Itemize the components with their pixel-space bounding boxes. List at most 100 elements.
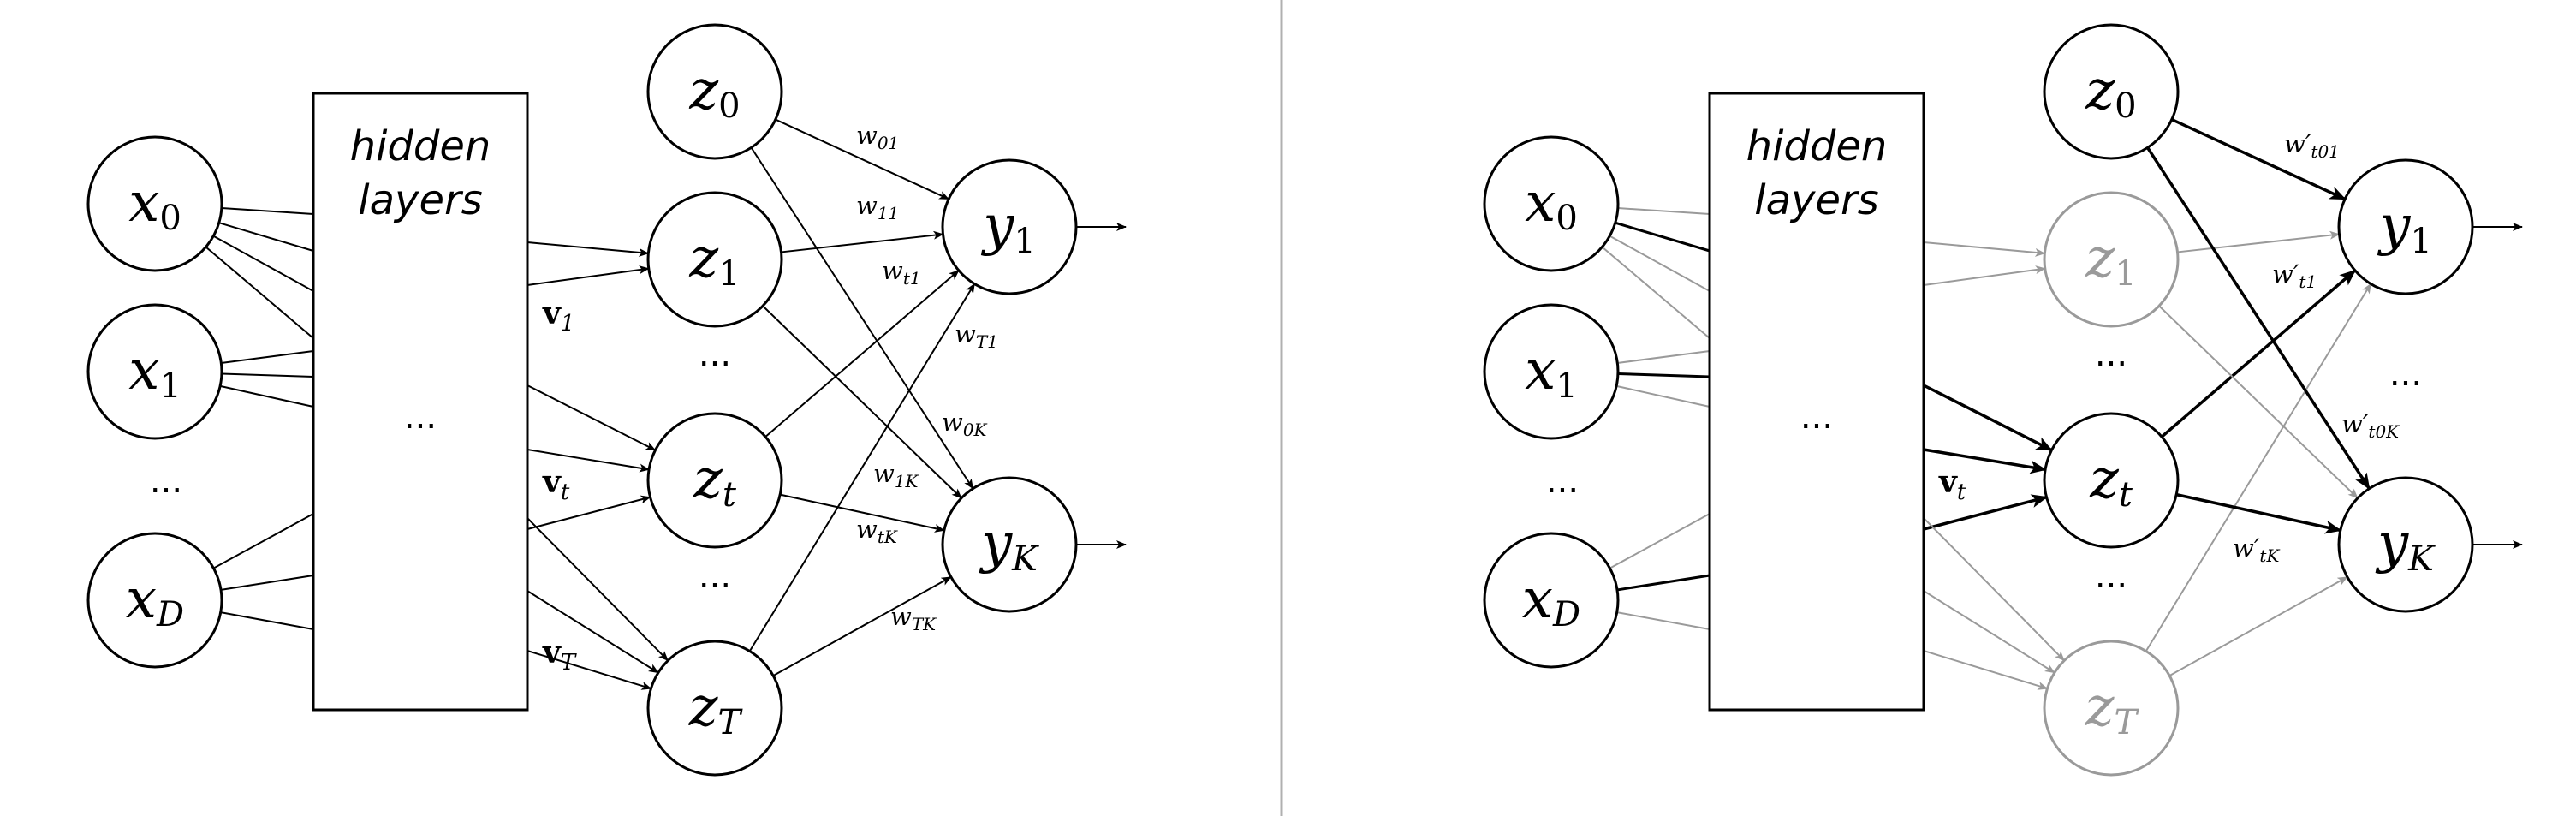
svg-text:zT: zT <box>688 676 744 742</box>
hidden-to-expert-edge-5 <box>527 517 669 662</box>
output-node-yK-right: yK <box>2337 476 2474 613</box>
expert-node-z1-sub: 1 <box>718 254 740 294</box>
svg-text:x0: x0 <box>1525 171 1578 238</box>
hidden-to-expert-edge-1 <box>527 265 650 286</box>
output-node-yK-base: y <box>979 512 1013 575</box>
hidden-to-expert-edge-6 <box>527 590 659 674</box>
input-node-xD-sub: D <box>156 595 184 634</box>
v-label-T: vT <box>542 634 577 676</box>
input-edge-0-1 <box>1615 221 1710 253</box>
svg-text:x1: x1 <box>1525 339 1578 406</box>
input-node-x0-right: x0 <box>1483 135 1620 272</box>
expert-node-z0: z0 <box>646 23 783 160</box>
expert-node-z0-right-base: z <box>2085 59 2115 122</box>
hidden-layers-label-line2: layers <box>358 176 482 224</box>
input-node-x0-base: x <box>128 171 159 235</box>
expert-dots-upper: ... <box>699 335 731 374</box>
hidden-to-expert-edge-3 <box>527 449 651 473</box>
expert-to-output-edge-2 <box>2160 269 2357 438</box>
weight-label-w01: w01 <box>856 121 899 153</box>
input-node-x1-base: x <box>128 339 159 402</box>
input-node-x0-right-base: x <box>1525 171 1556 235</box>
expert-node-zT-right-base: z <box>2085 676 2115 739</box>
expert-to-output-edge-4 <box>2146 146 2371 490</box>
svg-text:zt: zt <box>693 448 737 515</box>
input-edge-0-0 <box>221 207 314 215</box>
output-node-y1-right-sub: 1 <box>2410 222 2431 261</box>
expert-to-output-edge-6 <box>2175 492 2342 534</box>
input-node-x0-right-sub: 0 <box>1556 199 1577 238</box>
svg-text:z1: z1 <box>688 227 740 294</box>
input-edge-2-2 <box>1616 611 1710 630</box>
expert-to-output-edge-3 <box>748 283 976 652</box>
input-edge-1-0 <box>221 350 314 364</box>
weight-label-w-t0K-right: w′t0K <box>2341 409 2400 442</box>
svg-text:xD: xD <box>1522 568 1580 634</box>
expert-node-zt-right: zt <box>2043 412 2180 549</box>
input-node-xD-right: xD <box>1483 532 1620 669</box>
expert-node-z0-right: z0 <box>2043 23 2180 160</box>
expert-dots-lower: ... <box>699 557 731 596</box>
hidden-to-expert-edge-0 <box>1923 241 2046 257</box>
svg-text:zt: zt <box>2089 448 2133 515</box>
input-edge-0-2 <box>1609 235 1710 292</box>
expert-to-output-edge-1 <box>781 230 944 253</box>
output-node-yK-right-sub: K <box>2407 539 2436 579</box>
input-node-xD-right-sub: D <box>1552 595 1580 634</box>
input-edge-1-0 <box>1617 350 1710 364</box>
hidden-layers-dots: ... <box>404 397 437 437</box>
hidden-layers-label-line2-right: layers <box>1754 176 1878 224</box>
hidden-layers-label-line1-right: hidden <box>1746 122 1888 170</box>
weight-label-wT1: wT1 <box>955 319 998 352</box>
svg-text:z1: z1 <box>2085 227 2136 294</box>
weight-label-w11: w11 <box>856 191 899 223</box>
hidden-to-expert-edge-7 <box>1923 650 2049 690</box>
svg-text:x0: x0 <box>128 171 181 238</box>
svg-text:z0: z0 <box>2085 59 2136 126</box>
input-node-x1: x1 <box>86 303 223 440</box>
expert-to-output-edge-0 <box>2171 117 2347 201</box>
hidden-to-expert-edge-7 <box>527 650 652 690</box>
hidden-to-expert-edge-3 <box>1923 448 2047 474</box>
expert-to-output-edge-3 <box>2145 283 2372 652</box>
hidden-to-expert-edge-2 <box>527 384 657 451</box>
expert-node-z0-sub: 0 <box>718 86 740 126</box>
hidden-to-expert-edge-2 <box>1923 384 2053 452</box>
expert-to-output-edge-2 <box>764 270 960 438</box>
expert-node-zT-sub: T <box>718 703 744 742</box>
hidden-to-expert-edge-5 <box>1923 517 2065 662</box>
input-node-x1-right-sub: 1 <box>1556 366 1577 406</box>
input-node-x0-sub: 0 <box>159 199 181 238</box>
hidden-to-expert-edge-4 <box>527 495 651 530</box>
input-edge-2-2 <box>220 611 314 630</box>
svg-text:zT: zT <box>2085 676 2140 742</box>
expert-node-zT-base: z <box>688 676 719 739</box>
expert-node-zT-right: zT <box>2043 640 2180 777</box>
input-edge-2-0 <box>1609 513 1710 569</box>
hidden-to-expert-edge-6 <box>1923 590 2055 674</box>
weight-label-wTK: wTK <box>890 602 937 634</box>
output-node-yK-sub: K <box>1011 539 1039 579</box>
right-edges <box>1601 117 2523 690</box>
weight-label-w-tK-right: w′tK <box>2233 533 2280 566</box>
expert-dots-upper-right: ... <box>2095 335 2127 374</box>
expert-to-output-edge-6 <box>779 493 945 533</box>
svg-text:y1: y1 <box>2377 194 2432 261</box>
hidden-to-expert-edge-1 <box>1923 265 2046 286</box>
expert-to-output-edge-0 <box>775 118 950 200</box>
hidden-layers-label-line1: hidden <box>350 122 491 170</box>
output-node-y1-base: y <box>980 194 1014 258</box>
output-node-y1-right-base: y <box>2377 194 2411 258</box>
input-node-x0: x0 <box>86 135 223 272</box>
expert-node-z1-right-sub: 1 <box>2115 254 2136 294</box>
input-node-xD-base: x <box>126 568 157 631</box>
output-dots-right: ... <box>2389 354 2422 394</box>
left-panel: hidden layers ... x0 x1 ... xD z0 z1 ... <box>86 23 1127 777</box>
expert-node-zt-base: z <box>693 448 723 511</box>
input-node-x1-right: x1 <box>1483 303 1620 440</box>
svg-text:xD: xD <box>126 568 184 634</box>
hidden-layers-box-right <box>1708 92 1925 712</box>
v-label-t-right: vt <box>1938 464 1966 505</box>
input-edge-1-1 <box>221 372 314 378</box>
